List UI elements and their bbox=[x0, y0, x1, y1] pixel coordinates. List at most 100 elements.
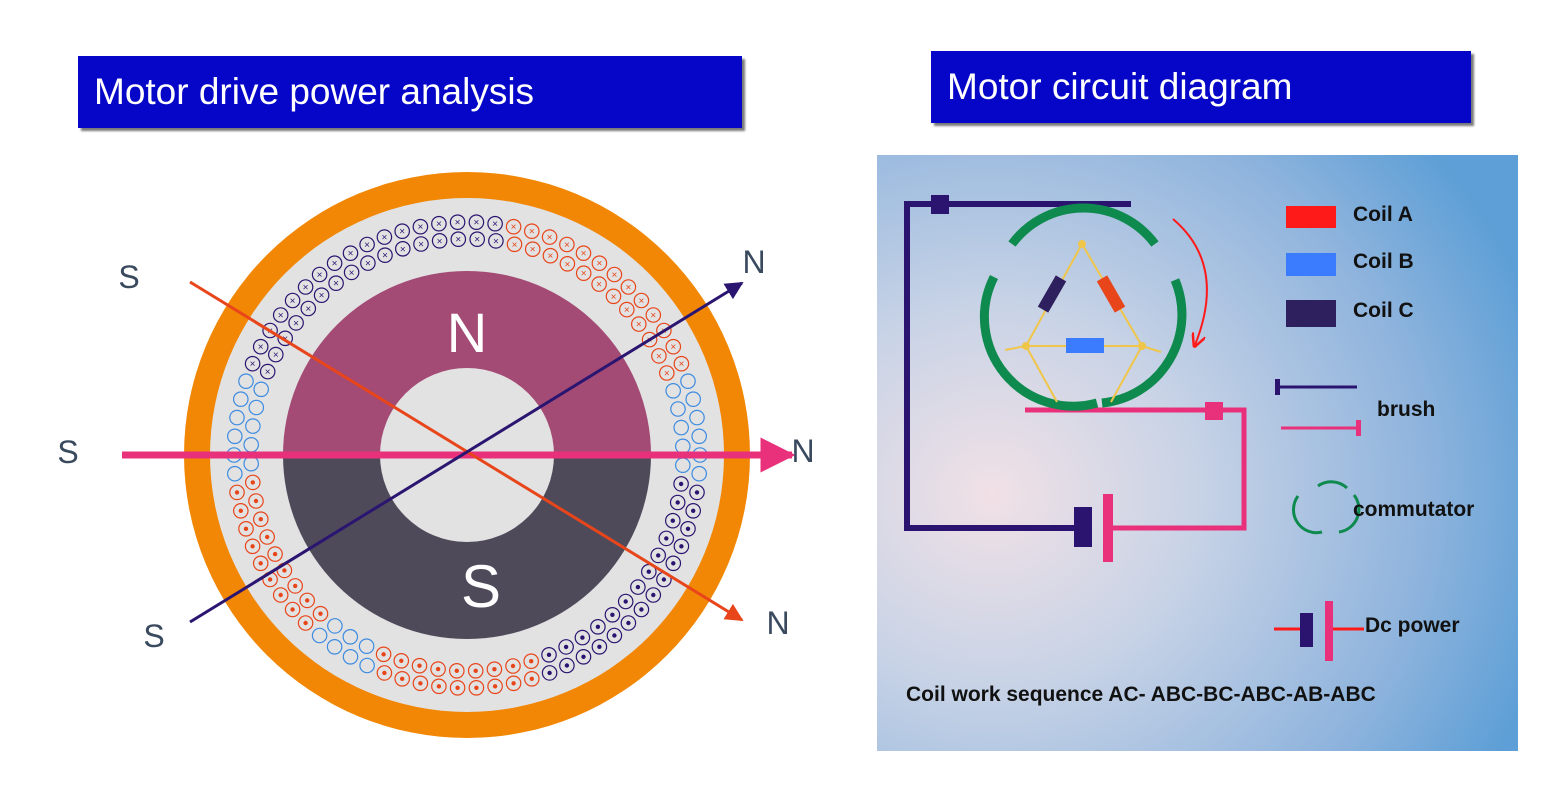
coil-conductor bbox=[359, 236, 375, 253]
coil-conductor bbox=[558, 639, 574, 655]
coil-c-swatch bbox=[1286, 300, 1336, 327]
current-out-of-page-mark bbox=[258, 561, 263, 566]
coil-conductor bbox=[358, 638, 375, 654]
current-into-page-mark: × bbox=[670, 342, 676, 353]
rotor-north-label: N bbox=[447, 301, 487, 364]
current-into-page-mark: × bbox=[382, 251, 388, 262]
current-into-page-mark: × bbox=[625, 283, 631, 294]
current-into-page-mark: × bbox=[258, 342, 264, 353]
coil-conductor bbox=[620, 279, 637, 295]
current-out-of-page-mark bbox=[303, 620, 308, 626]
current-out-of-page-mark bbox=[455, 685, 460, 690]
coil-conductor bbox=[689, 484, 705, 501]
current-into-page-mark: × bbox=[473, 218, 479, 229]
coil-conductor bbox=[488, 233, 504, 249]
current-into-page-mark: × bbox=[293, 318, 299, 329]
current-into-page-mark: × bbox=[332, 259, 338, 270]
coil-conductor bbox=[658, 530, 675, 547]
rotor-south-label: S bbox=[461, 553, 501, 620]
current-into-page-mark: × bbox=[596, 280, 602, 291]
current-into-page-mark: × bbox=[418, 240, 424, 251]
current-out-of-page-mark bbox=[253, 498, 259, 504]
coil-conductor bbox=[431, 233, 448, 249]
current-into-page-mark: × bbox=[400, 244, 406, 255]
coil-conductor bbox=[670, 401, 686, 417]
circuit-diagram-title: Motor circuit diagram bbox=[931, 51, 1471, 123]
coil-conductor bbox=[590, 618, 606, 635]
coil-conductor bbox=[394, 223, 410, 239]
coil-conductor bbox=[630, 579, 646, 595]
coil-conductor bbox=[259, 529, 275, 545]
coil-conductor bbox=[618, 301, 635, 318]
coil-conductor bbox=[300, 300, 317, 317]
current-out-of-page-mark bbox=[670, 518, 675, 523]
rotor-south-pole bbox=[283, 455, 651, 639]
current-into-page-mark: × bbox=[596, 259, 602, 270]
current-out-of-page-mark bbox=[511, 681, 516, 686]
coil-conductor bbox=[645, 307, 662, 323]
axis-label-s-bottom-left: S bbox=[143, 618, 164, 654]
coil-conductor bbox=[327, 618, 343, 634]
current-into-page-mark: × bbox=[564, 259, 570, 270]
coil-conductor bbox=[641, 331, 658, 348]
coil-conductor bbox=[559, 236, 575, 253]
current-into-page-mark: × bbox=[317, 270, 323, 281]
coil-conductor bbox=[284, 292, 301, 309]
coil-conductor bbox=[685, 502, 701, 519]
coil-conductor bbox=[252, 511, 269, 527]
current-into-page-mark: × bbox=[265, 367, 271, 378]
coil-conductor bbox=[253, 381, 270, 398]
triangle-node-top bbox=[1078, 240, 1086, 248]
current-out-of-page-mark bbox=[492, 667, 497, 672]
current-out-of-page-mark bbox=[278, 592, 283, 598]
coil-conductor bbox=[272, 587, 289, 603]
coil-sequence-text: Coil work sequence AC- ABC-BC-ABC-AB-ABC bbox=[906, 683, 1376, 706]
coil-conductor bbox=[673, 355, 690, 372]
current-into-page-mark: × bbox=[333, 279, 339, 290]
coil-conductor bbox=[559, 657, 575, 674]
pink-wire bbox=[1025, 407, 1247, 531]
coil-conductor bbox=[605, 288, 622, 305]
coil-conductor bbox=[487, 215, 503, 232]
current-out-of-page-mark bbox=[234, 490, 240, 495]
coil-conductor bbox=[606, 627, 623, 644]
coil-conductor bbox=[411, 657, 428, 674]
rotation-arrow bbox=[1172, 218, 1208, 345]
current-out-of-page-mark bbox=[382, 670, 387, 676]
current-into-page-mark: × bbox=[365, 259, 371, 270]
coil-conductor bbox=[680, 373, 696, 389]
current-into-page-mark: × bbox=[437, 236, 443, 247]
coil-conductor bbox=[559, 255, 576, 272]
coil-conductor bbox=[312, 605, 329, 622]
coil-conductor bbox=[575, 245, 592, 261]
current-out-of-page-mark bbox=[623, 599, 628, 604]
coil-conductor bbox=[541, 229, 558, 245]
current-out-of-page-mark bbox=[399, 658, 404, 663]
current-into-page-mark: × bbox=[512, 240, 518, 251]
current-into-page-mark: × bbox=[305, 304, 311, 315]
current-out-of-page-mark bbox=[563, 644, 569, 650]
current-out-of-page-mark bbox=[661, 577, 667, 582]
current-out-of-page-mark bbox=[529, 676, 534, 681]
coil-b-winding bbox=[1066, 338, 1104, 353]
dc-power-positive bbox=[1325, 601, 1333, 661]
current-out-of-page-mark bbox=[400, 676, 405, 681]
current-into-page-mark: × bbox=[399, 227, 405, 238]
coil-conductor bbox=[430, 661, 446, 677]
motor-drive-title-text: Motor drive power analysis bbox=[94, 71, 535, 112]
current-into-page-mark: × bbox=[650, 311, 656, 322]
current-into-page-mark: × bbox=[611, 292, 617, 303]
battery-positive-plate bbox=[1103, 494, 1113, 562]
coil-conductor bbox=[238, 373, 254, 389]
current-out-of-page-mark bbox=[675, 500, 680, 505]
coil-conductor bbox=[486, 661, 503, 677]
lead-bottom-right bbox=[1110, 345, 1143, 403]
coil-conductor bbox=[523, 653, 539, 669]
circuit-diagram-title-text: Motor circuit diagram bbox=[947, 66, 1293, 107]
axis-label-n-horizontal: N bbox=[791, 433, 814, 469]
coil-conductor bbox=[449, 679, 466, 696]
current-out-of-page-mark bbox=[436, 684, 442, 689]
coil-conductor bbox=[287, 578, 303, 594]
current-into-page-mark: × bbox=[664, 369, 670, 380]
coil-conductor bbox=[342, 245, 359, 261]
